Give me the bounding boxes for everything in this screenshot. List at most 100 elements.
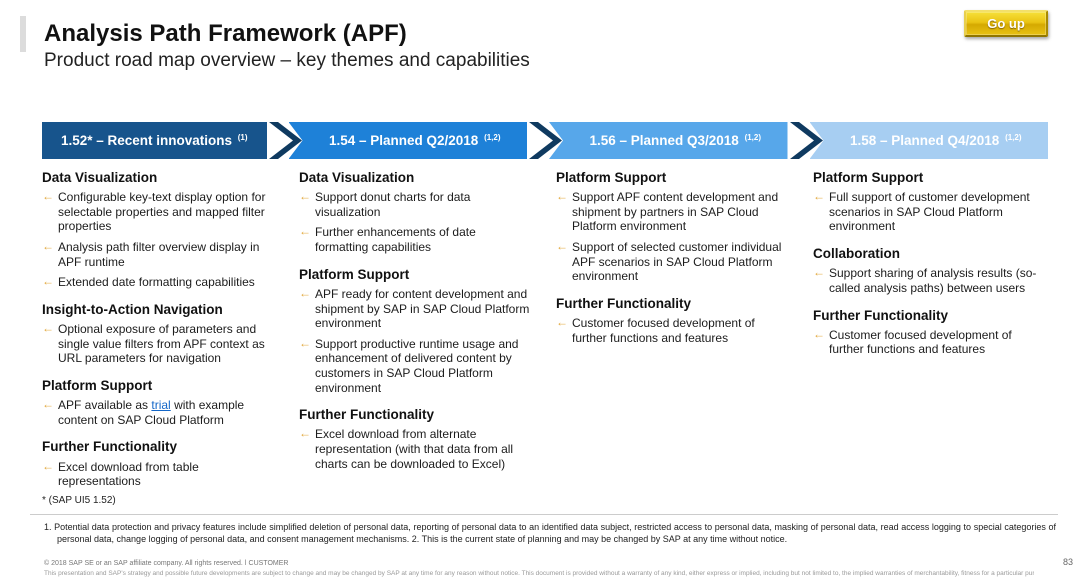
bullet-arrow-icon: ← — [556, 239, 568, 254]
feature-list: ← Excel download from alternate represent… — [299, 426, 532, 471]
section-heading: Further Functionality — [813, 307, 948, 323]
section-heading: Insight-to-Action Navigation — [42, 301, 223, 317]
slide-header: Analysis Path Framework (APF) Product ro… — [44, 20, 948, 72]
feature-list: ← APF ready for content development and s… — [299, 285, 532, 396]
feature-text: Optional exposure of parameters and sing… — [58, 322, 265, 366]
feature-text: Full support of customer development sce… — [829, 190, 1030, 234]
feature-item: ← Extended date formatting capabilities — [42, 274, 275, 290]
bullet-arrow-icon: ← — [42, 239, 54, 254]
feature-text: Configurable key-text display option for… — [58, 190, 266, 234]
bullet-arrow-icon: ← — [42, 189, 54, 204]
feature-item: ← Full support of customer development sc… — [813, 189, 1046, 234]
feature-text: Support productive runtime usage and enh… — [315, 336, 519, 395]
feature-item: ← Support APF content development and shi… — [556, 189, 789, 234]
section-heading: Platform Support — [299, 266, 410, 282]
page-number: 83 — [1062, 557, 1073, 567]
footer-copyright-block: © 2018 SAP SE or an SAP affiliate compan… — [44, 559, 1034, 578]
phase-column-1.52: Data Visualization ← Configurable key-text… — [42, 170, 277, 506]
roadmap-columns: Data Visualization ← Configurable key-text… — [42, 170, 1048, 506]
phase-column-1.56: Platform Support ← Support APF content dev… — [556, 170, 791, 351]
section-heading: Platform Support — [42, 378, 153, 393]
feature-item: ← Excel download from alternate represent… — [299, 426, 532, 471]
feature-item: ← Optional exposure of parameters and sin… — [42, 321, 275, 366]
feature-item: ← APF ready for content development and s… — [299, 285, 532, 331]
feature-item: ← Customer focused development of further… — [813, 326, 1046, 357]
column-footnote: * (SAP UI5 1.52) — [42, 494, 116, 506]
section-heading: Collaboration — [813, 246, 900, 262]
feature-text: APF available as trial with example cont… — [58, 398, 245, 427]
feature-text: Excel download from alternate representa… — [315, 427, 514, 471]
trial-link[interactable]: trial — [151, 398, 171, 413]
feature-text: Customer focused development of further … — [829, 327, 1012, 357]
phase-column-1.54: Data Visualization ← Support donut charts … — [299, 170, 534, 477]
phase-chevron-icon — [788, 122, 823, 159]
bullet-arrow-icon: ← — [299, 335, 311, 350]
bullet-arrow-icon: ← — [42, 274, 54, 289]
section-heading: Further Functionality — [299, 407, 434, 423]
feature-item: ←APF available as trial with example con… — [42, 397, 275, 427]
phase-bar-1.52: 1.52* – Recent innovations (1) — [42, 122, 267, 159]
page-title: Analysis Path Framework (APF) — [44, 20, 407, 47]
feature-item: ←Further enhancements of date formatting… — [299, 224, 532, 254]
section-heading: Further Functionality — [42, 439, 177, 455]
bullet-arrow-icon: ← — [813, 326, 825, 341]
phase-chevron-icon — [267, 122, 302, 159]
bullet-arrow-icon: ← — [42, 321, 54, 336]
page-subtitle: Product road map overview – key themes a… — [44, 49, 530, 71]
feature-text: Excel download from table representation… — [58, 459, 199, 489]
feature-text: Support donut charts for data visualizat… — [315, 190, 471, 219]
feature-list: ← Support sharing of analysis results (so… — [813, 265, 1046, 295]
feature-list: ← Optional exposure of parameters and sin… — [42, 321, 275, 366]
section-heading: Platform Support — [556, 170, 667, 185]
roadmap-phase-bar: 1.52* – Recent innovations (1) 1.54 – Pla… — [42, 122, 1048, 159]
feature-list: ← Full support of customer development sc… — [813, 189, 1046, 234]
feature-item: ← Support donut charts for data visualiza… — [299, 189, 532, 219]
phase-bar-1.56: 1.56 – Planned Q3/2018 (1,2) — [549, 122, 788, 159]
phase-chevron-icon — [527, 122, 562, 159]
disclaimer-line: This presentation and SAP's strategy and… — [44, 570, 1034, 577]
phase-column-1.58: Platform Support ← Full support of custome… — [813, 170, 1048, 363]
feature-item: ← Support sharing of analysis results (so… — [813, 265, 1046, 295]
bullet-arrow-icon: ← — [556, 315, 568, 330]
feature-item: ←Analysis path filter overview display i… — [42, 239, 275, 269]
phase-bar-1.54: 1.54 – Planned Q2/2018 (1,2) — [288, 122, 527, 159]
feature-list: ← Support APF content development and shi… — [556, 189, 789, 284]
feature-text: Support APF content development and ship… — [572, 190, 779, 234]
phase-bar-1.58: 1.58 – Planned Q4/2018 (1,2) — [809, 122, 1048, 159]
screen-edge-artifact — [20, 16, 26, 52]
feature-item: ← Support productive runtime usage and en… — [299, 335, 532, 396]
copyright-line: © 2018 SAP SE or an SAP affiliate compan… — [44, 560, 289, 567]
feature-item: ←Excel download from table representatio… — [42, 459, 275, 489]
phase-label: 1.56 – Planned Q3/2018 (1,2) — [589, 132, 762, 148]
feature-item: ← Customer focused development of further… — [556, 315, 789, 345]
bullet-arrow-icon: ← — [299, 426, 311, 441]
feature-item: ← Configurable key-text display option fo… — [42, 189, 275, 234]
feature-list: ← Configurable key-text display option fo… — [42, 189, 275, 290]
feature-text: APF ready for content development and sh… — [315, 286, 530, 331]
bullet-arrow-icon: ← — [299, 189, 311, 204]
phase-label: 1.52* – Recent innovations (1) — [60, 132, 248, 148]
feature-list: ←APF available as trial with example con… — [42, 397, 275, 427]
section-heading: Further Functionality — [556, 295, 691, 311]
feature-list: ←Excel download from table representatio… — [42, 459, 275, 489]
go-up-button[interactable]: Go up — [964, 10, 1048, 37]
bullet-arrow-icon: ← — [813, 189, 825, 204]
feature-text: Customer focused development of further … — [572, 316, 755, 345]
phase-label: 1.58 – Planned Q4/2018 (1,2) — [849, 132, 1022, 148]
bullet-arrow-icon: ← — [299, 224, 311, 239]
bullet-arrow-icon: ← — [299, 285, 311, 300]
feature-text: Support of selected customer individual … — [572, 240, 782, 284]
feature-text: Extended date formatting capabilities — [58, 275, 255, 290]
footnote-divider — [30, 514, 1058, 515]
bullet-arrow-icon: ← — [556, 189, 568, 204]
phase-label: 1.54 – Planned Q2/2018 (1,2) — [328, 132, 501, 148]
section-heading: Data Visualization — [42, 170, 158, 185]
feature-item: ← Support of selected customer individual… — [556, 239, 789, 284]
feature-list: ← Customer focused development of further… — [813, 326, 1046, 357]
section-heading: Platform Support — [813, 170, 924, 185]
footnotes-text: 1. Potential data protection and privacy… — [44, 522, 1056, 545]
section-heading: Data Visualization — [299, 170, 415, 185]
bullet-arrow-icon: ← — [813, 265, 825, 280]
feature-text: Support sharing of analysis results (so-… — [829, 266, 1037, 295]
